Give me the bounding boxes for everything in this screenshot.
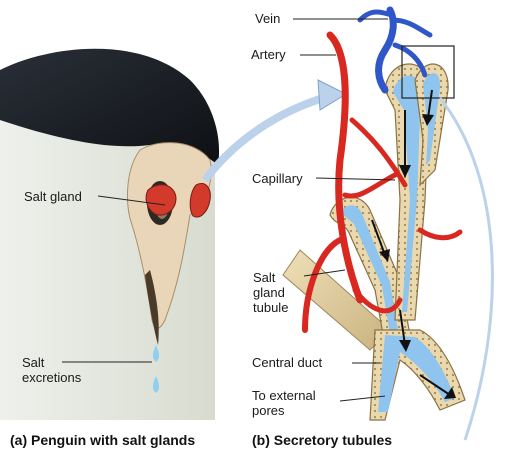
label-artery: Artery [251,47,286,62]
caption-panel-b: (b) Secretory tubules [252,432,392,448]
label-salt-gland-tubule-line3: tubule [253,300,288,315]
label-central-duct: Central duct [252,355,322,370]
artery-main [330,35,360,300]
label-salt-gland-tubule-line1: Salt [253,270,288,285]
label-salt-gland-tubule: Salt gland tubule [253,270,288,315]
label-to-external-pores: To external pores [252,388,316,418]
label-capillary: Capillary [252,171,303,186]
label-to-external-pores-line1: To external [252,388,316,403]
tubule-illustration [283,10,492,440]
label-salt-excretions: Salt excretions [22,355,81,385]
label-salt-excretions-line1: Salt [22,355,81,370]
zoom-arrow [205,96,330,180]
label-salt-excretions-line2: excretions [22,370,81,385]
label-to-external-pores-line2: pores [252,403,316,418]
label-salt-gland: Salt gland [24,189,82,204]
label-vein: Vein [255,11,280,26]
caption-panel-a: (a) Penguin with salt glands [10,432,195,448]
label-salt-gland-tubule-line2: gland [253,285,288,300]
salt-gland-left [146,185,176,215]
